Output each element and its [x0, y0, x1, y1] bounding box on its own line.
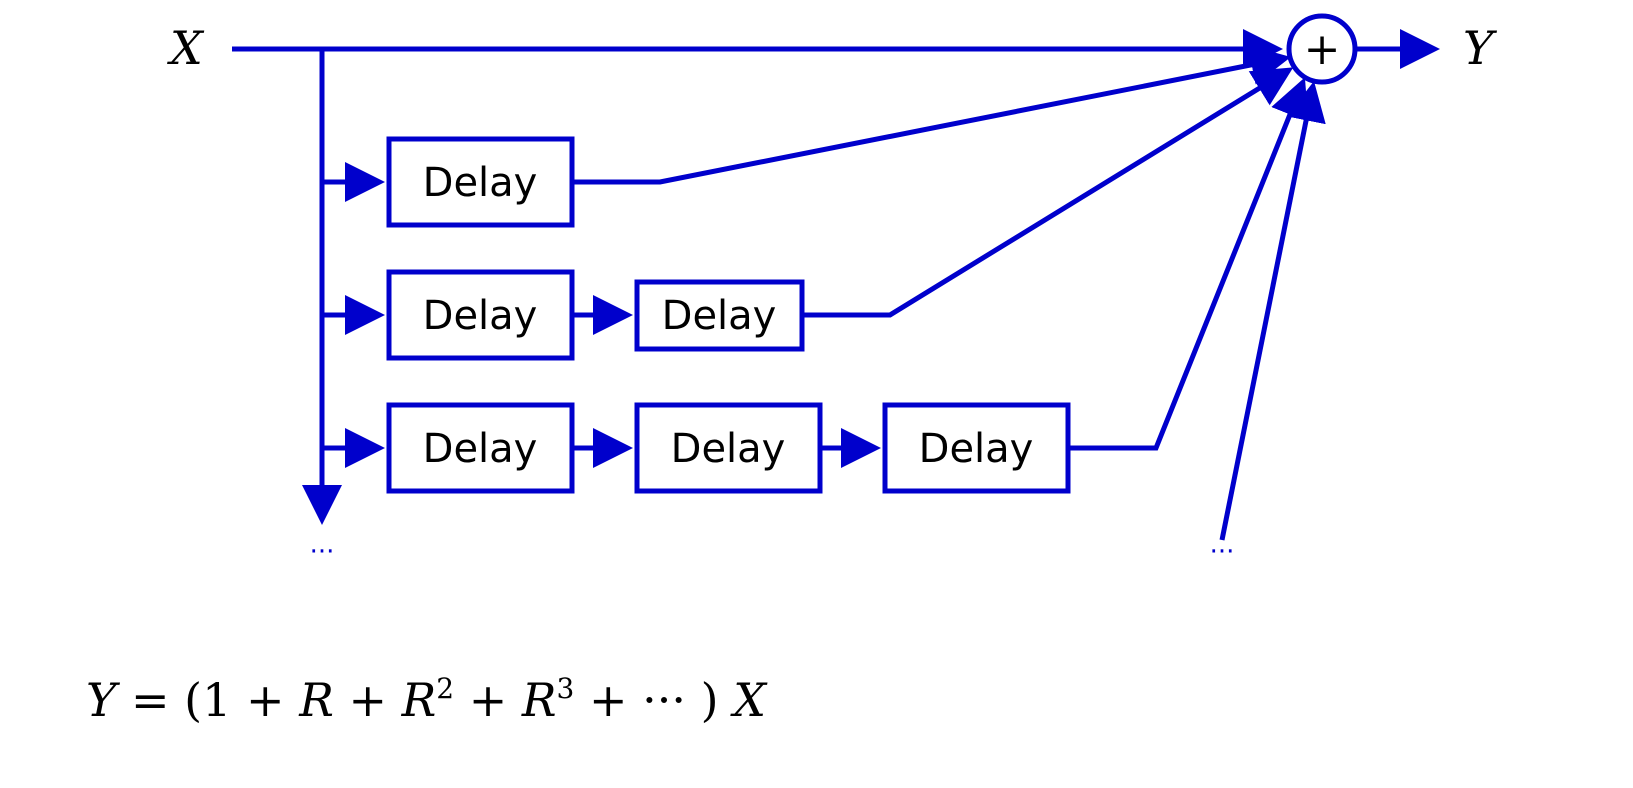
delay-label: Delay — [423, 293, 538, 339]
input-label: X — [167, 21, 205, 75]
delay-label: Delay — [662, 293, 777, 339]
delay-label: Delay — [671, 426, 786, 472]
delay-label: Delay — [423, 160, 538, 206]
row-2-output-wire — [802, 67, 1294, 318]
row-3-output-wire — [1068, 77, 1309, 451]
delay-box-3-1 — [386, 402, 575, 494]
equation-open: (1 + — [184, 673, 285, 727]
sum-symbol: + — [1304, 24, 1341, 75]
equation-plus2: + — [468, 673, 508, 727]
delay-label: Delay — [919, 426, 1034, 472]
equation-r2: R — [401, 673, 437, 727]
equation: Y = (1 + R + R2 + R3 + ··· ) X — [86, 672, 766, 727]
equation-exp3: 3 — [556, 672, 575, 705]
delay-box-3-3 — [882, 402, 1071, 494]
output-label: Y — [1463, 21, 1498, 75]
equation-plus1: + — [348, 673, 387, 727]
equation-rest: + ··· ) — [588, 673, 719, 727]
equation-rhs: X — [733, 673, 766, 727]
continuation-input-wire — [1219, 81, 1326, 541]
equation-r3: R — [521, 673, 557, 727]
delay-label: Delay — [423, 426, 538, 472]
continuation-dots-bus: ··· — [310, 537, 335, 567]
equation-equals: = — [131, 673, 170, 727]
equation-exp2: 2 — [436, 672, 455, 705]
equation-lhs: Y — [86, 673, 117, 727]
equation-r1: R — [299, 673, 334, 727]
row-1-output-wire — [572, 45, 1291, 185]
continuation-dots-sum: ··· — [1210, 537, 1235, 567]
